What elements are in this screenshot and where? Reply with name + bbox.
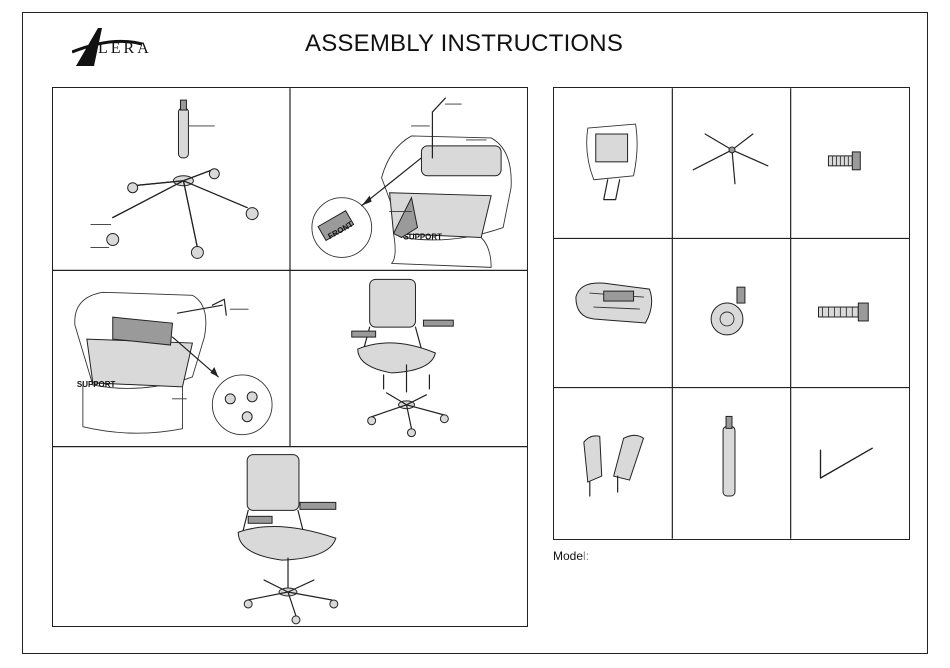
parts-list-panel xyxy=(553,87,910,540)
brand-name: LERA xyxy=(98,40,152,58)
backrest-icon xyxy=(587,124,637,200)
page-title: ASSEMBLY INSTRUCTIONS xyxy=(305,30,623,58)
base-icon xyxy=(693,134,768,184)
parts-grid xyxy=(554,88,909,539)
step-2-mechanism-illustration: SUPPORT FRONT xyxy=(312,98,511,267)
gas-cylinder-icon xyxy=(723,416,735,496)
caster-icon xyxy=(711,287,745,335)
model-label: Model: xyxy=(553,549,589,563)
allen-wrench-icon xyxy=(820,448,872,478)
step-4-chair-base-illustration xyxy=(352,279,454,436)
model-label-separator: l: xyxy=(583,549,589,563)
model-label-text: Mode xyxy=(553,549,583,563)
step-1-base-illustration xyxy=(91,100,258,258)
support-label: SUPPORT xyxy=(404,232,443,241)
steps-panel: SUPPORT FRONT SUPPORT xyxy=(52,87,528,627)
step-3-backrest-illustration: SUPPORT xyxy=(75,292,272,434)
long-bolt-icon xyxy=(819,303,869,321)
armrests-icon xyxy=(584,435,644,496)
short-bolt-icon xyxy=(828,152,860,170)
step-5-complete-chair-illustration xyxy=(238,455,338,624)
assembly-steps-diagram: SUPPORT FRONT SUPPORT xyxy=(53,88,527,626)
seat-mechanism-icon xyxy=(576,283,652,323)
